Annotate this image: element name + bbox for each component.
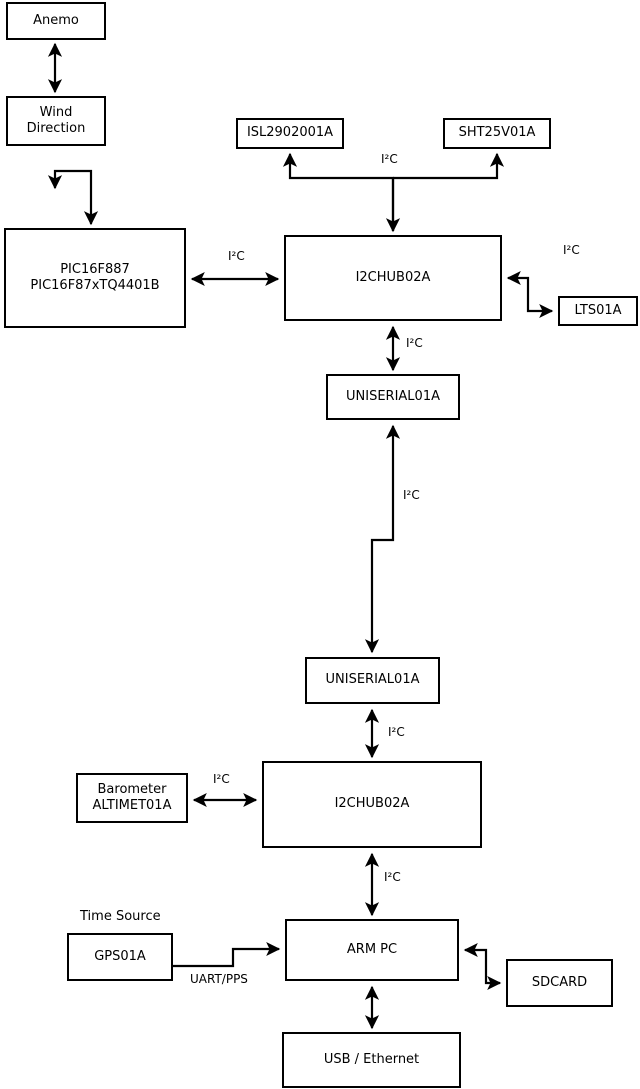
node-sht25v01a[interactable]: SHT25V01A [443,118,551,149]
node-pic-mcu[interactable]: PIC16F887 PIC16F87xTQ4401B [4,228,186,328]
connector-armpc-sdcard [463,942,502,991]
connector-uniserial1-uniserial2 [364,424,401,654]
edge-label-uart-pps: UART/PPS [190,972,248,986]
connector-pic-wind [47,169,99,226]
connector-hub-sht [393,152,505,180]
node-arm-pc-label: ARM PC [346,941,398,957]
edge-label-i2c-barometer-hub2: I²C [213,772,230,786]
node-lts01a-label: LTS01A [574,302,622,318]
node-i2chub02a-bottom-label: I2CHUB02A [334,796,410,812]
node-barometer[interactable]: Barometer ALTIMET01A [76,773,188,823]
node-usb-ethernet[interactable]: USB / Ethernet [282,1032,461,1088]
node-wind-direction-label: Wind Direction [26,104,86,136]
node-wind-direction[interactable]: Wind Direction [6,96,106,146]
connector-hub-lts [506,270,554,319]
node-barometer-label: Barometer ALTIMET01A [92,781,172,813]
node-isl2902001a-label: ISL2902001A [246,125,334,141]
node-uniserial01a-upper[interactable]: UNISERIAL01A [326,374,460,420]
edge-label-i2c-hub2-armpc: I²C [384,870,401,884]
node-i2chub02a-top[interactable]: I2CHUB02A [284,235,502,321]
edge-label-i2c-uniserial2-hub2: I²C [388,725,405,739]
node-i2chub02a-bottom[interactable]: I2CHUB02A [262,761,482,848]
connector-hub-isl [282,152,395,231]
node-gps01a-label: GPS01A [94,948,146,964]
node-usb-ethernet-label: USB / Ethernet [323,1051,420,1067]
node-lts01a[interactable]: LTS01A [558,296,638,326]
label-time-source: Time Source [80,909,161,924]
node-uniserial01a-lower-label: UNISERIAL01A [325,672,420,688]
edge-label-i2c-hub-lts: I²C [563,243,580,257]
edge-label-i2c-uniserial-link: I²C [403,488,420,502]
edge-label-i2c-top-bus: I²C [381,152,398,166]
connector-gps-armpc [173,941,281,968]
node-arm-pc[interactable]: ARM PC [285,919,459,981]
edge-label-i2c-hub-uniserial1: I²C [406,336,423,350]
node-gps01a[interactable]: GPS01A [67,933,173,981]
node-isl2902001a[interactable]: ISL2902001A [236,118,344,149]
node-uniserial01a-upper-label: UNISERIAL01A [346,388,440,404]
edge-label-i2c-pic-hub: I²C [228,249,245,263]
node-pic-mcu-label: PIC16F887 PIC16F87xTQ4401B [30,261,160,293]
node-sht25v01a-label: SHT25V01A [458,125,536,141]
node-sdcard[interactable]: SDCARD [506,959,613,1007]
node-anemo-label: Anemo [33,12,79,28]
node-uniserial01a-lower[interactable]: UNISERIAL01A [305,657,440,704]
node-sdcard-label: SDCARD [531,974,588,990]
node-anemo[interactable]: Anemo [6,2,106,40]
node-i2chub02a-top-label: I2CHUB02A [355,269,431,285]
